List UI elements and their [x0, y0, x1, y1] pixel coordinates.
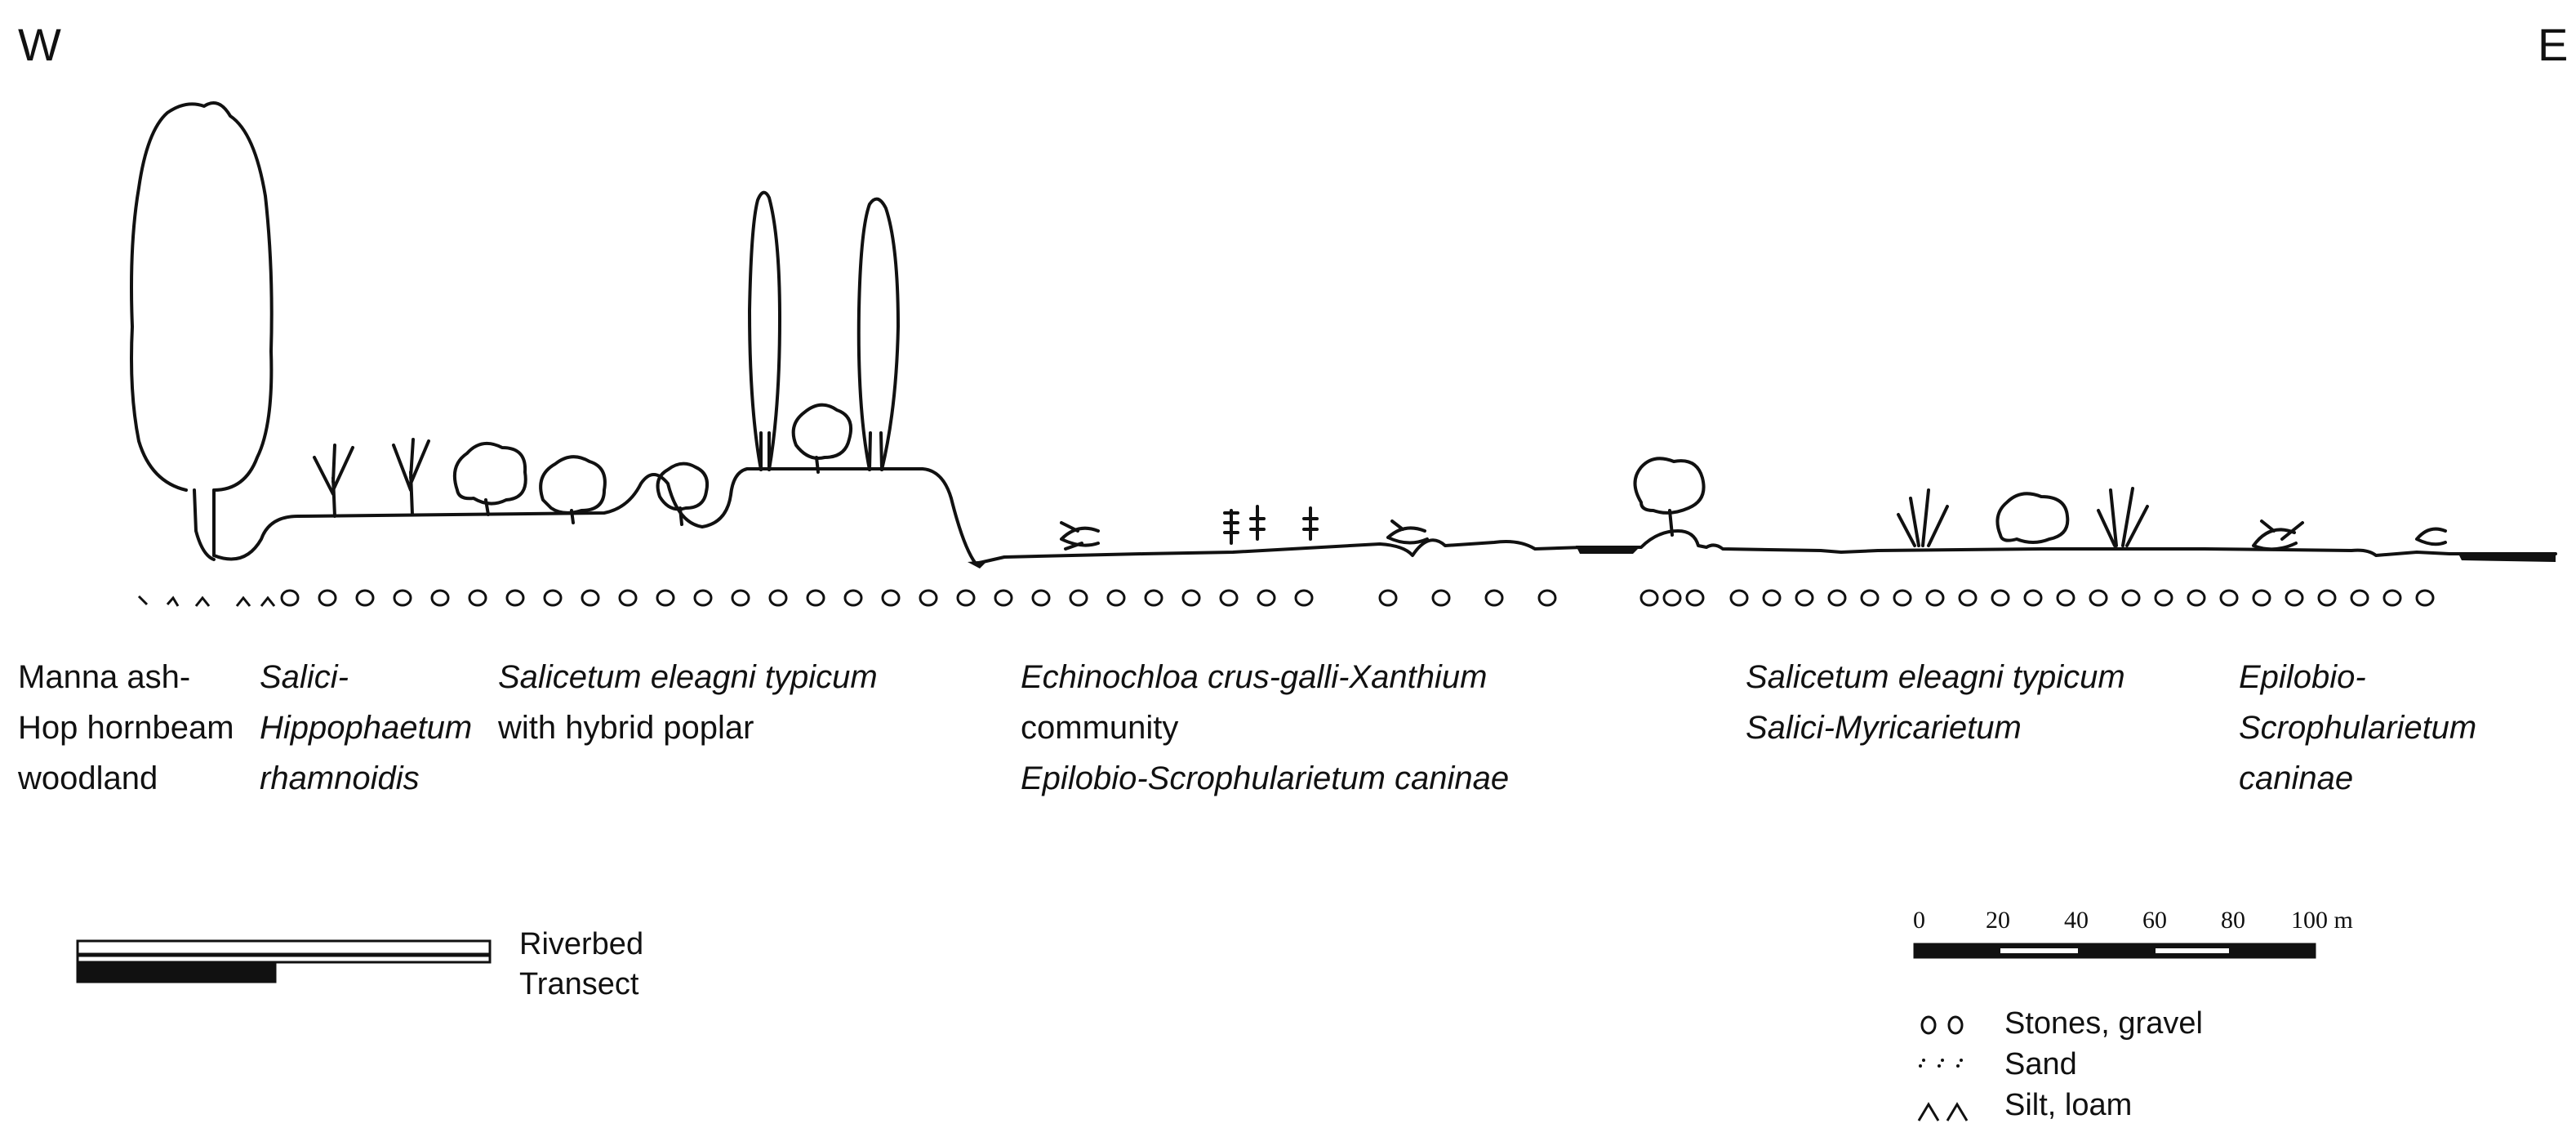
- stone-mark: [2252, 589, 2271, 607]
- stone-mark: [1431, 589, 1451, 607]
- stone-mark: [956, 589, 976, 607]
- stone-mark: [693, 589, 713, 607]
- stone-mark: [1219, 589, 1239, 607]
- stones-legend-icon: [1920, 1015, 1937, 1035]
- stone-mark: [2187, 589, 2206, 607]
- stone-mark: [1991, 589, 2010, 607]
- stone-mark: [468, 589, 487, 607]
- stone-mark: [318, 589, 337, 607]
- legend-stones-label: Stones, gravel: [2004, 1006, 2203, 1041]
- stone-mark: [1729, 589, 1749, 607]
- scale-tick-0: 0: [1913, 907, 1925, 934]
- stone-mark: [2415, 589, 2435, 607]
- ground-profile-line: [212, 467, 2557, 565]
- stone-mark: [1537, 589, 1557, 607]
- stone-mark: [393, 589, 412, 607]
- zone-label-manna: Manna ash- Hop hornbeam woodland: [18, 659, 234, 796]
- stone-mark: [2219, 589, 2239, 607]
- stone-mark: [2350, 589, 2369, 607]
- scale-bar: [1913, 943, 2316, 959]
- stone-mark: [1144, 589, 1163, 607]
- legend-sand-label: Sand: [2004, 1047, 2077, 1081]
- riverbed-transect-legend-bars: [76, 939, 492, 983]
- stone-mark: [994, 589, 1013, 607]
- east-label: E: [2538, 19, 2569, 70]
- stone-mark: [1893, 589, 1912, 607]
- poplar-1: [748, 190, 781, 471]
- stone-mark: [2089, 589, 2108, 607]
- zone-label-salicetum-myricarietum: Salicetum eleagni typicum Salici-Myricar…: [1746, 659, 2125, 746]
- stone-mark: [1181, 589, 1201, 607]
- zone-label-salicetum-poplar: Salicetum eleagni typicum with hybrid po…: [498, 659, 878, 746]
- stone-mark: [731, 589, 750, 607]
- stone-mark: [656, 589, 675, 607]
- stone-mark: [2056, 589, 2075, 607]
- tall-tree-crown: [130, 101, 274, 492]
- stone-mark: [543, 589, 563, 607]
- legend-riverbed-label: Riverbed: [519, 927, 644, 961]
- stone-mark: [1294, 589, 1314, 607]
- stone-mark: [1762, 589, 1782, 607]
- stone-mark: [1958, 589, 1978, 607]
- stone-mark: [1069, 589, 1088, 607]
- poplar-2: [856, 197, 900, 471]
- zone-label-salici-hippophaetum: Salici- Hippophaetum rhamnoidis: [260, 659, 473, 796]
- scale-tick-20: 20: [1986, 907, 2010, 934]
- stone-mark: [618, 589, 638, 607]
- stone-mark: [806, 589, 825, 607]
- stone-mark: [1257, 589, 1276, 607]
- stone-mark: [919, 589, 938, 607]
- stone-mark: [1662, 589, 1682, 607]
- stone-mark: [2023, 589, 2043, 607]
- stone-mark: [768, 589, 788, 607]
- stone-mark: [355, 589, 375, 607]
- scale-tick-60: 60: [2142, 907, 2167, 934]
- stone-mark: [1484, 589, 1504, 607]
- stone-mark: [1795, 589, 1814, 607]
- stone-mark: [581, 589, 600, 607]
- scale-tick-40: 40: [2064, 907, 2089, 934]
- legend-silt-label: Silt, loam: [2004, 1088, 2133, 1122]
- stone-mark: [2382, 589, 2402, 607]
- stone-mark: [2317, 589, 2337, 607]
- stone-mark: [1031, 589, 1051, 607]
- zone-label-echinochloa: Echinochloa crus-galli-Xanthium communit…: [1021, 659, 1510, 796]
- stone-mark: [1860, 589, 1880, 607]
- scale-tick-100m: 100 m: [2291, 907, 2353, 934]
- stone-mark: [2285, 589, 2304, 607]
- stone-mark: [2121, 589, 2141, 607]
- silt-legend-icon: [1917, 1102, 1969, 1121]
- stone-mark: [1827, 589, 1847, 607]
- zone-label-epilobio: Epilobio- Scrophularietum caninae: [2239, 659, 2477, 796]
- legend-transect-label: Transect: [519, 967, 639, 1001]
- scale-tick-80: 80: [2221, 907, 2245, 934]
- stone-mark: [505, 589, 525, 607]
- stone-mark: [843, 589, 863, 607]
- stone-mark: [430, 589, 450, 607]
- stone-mark: [1639, 589, 1659, 607]
- stone-mark: [881, 589, 901, 607]
- stone-mark: [1106, 589, 1126, 607]
- stone-mark: [1685, 589, 1705, 607]
- stone-mark: [2154, 589, 2173, 607]
- stone-mark: [1378, 589, 1398, 607]
- west-label: W: [18, 19, 61, 70]
- stone-mark: [1925, 589, 1945, 607]
- stone-mark: [280, 589, 300, 607]
